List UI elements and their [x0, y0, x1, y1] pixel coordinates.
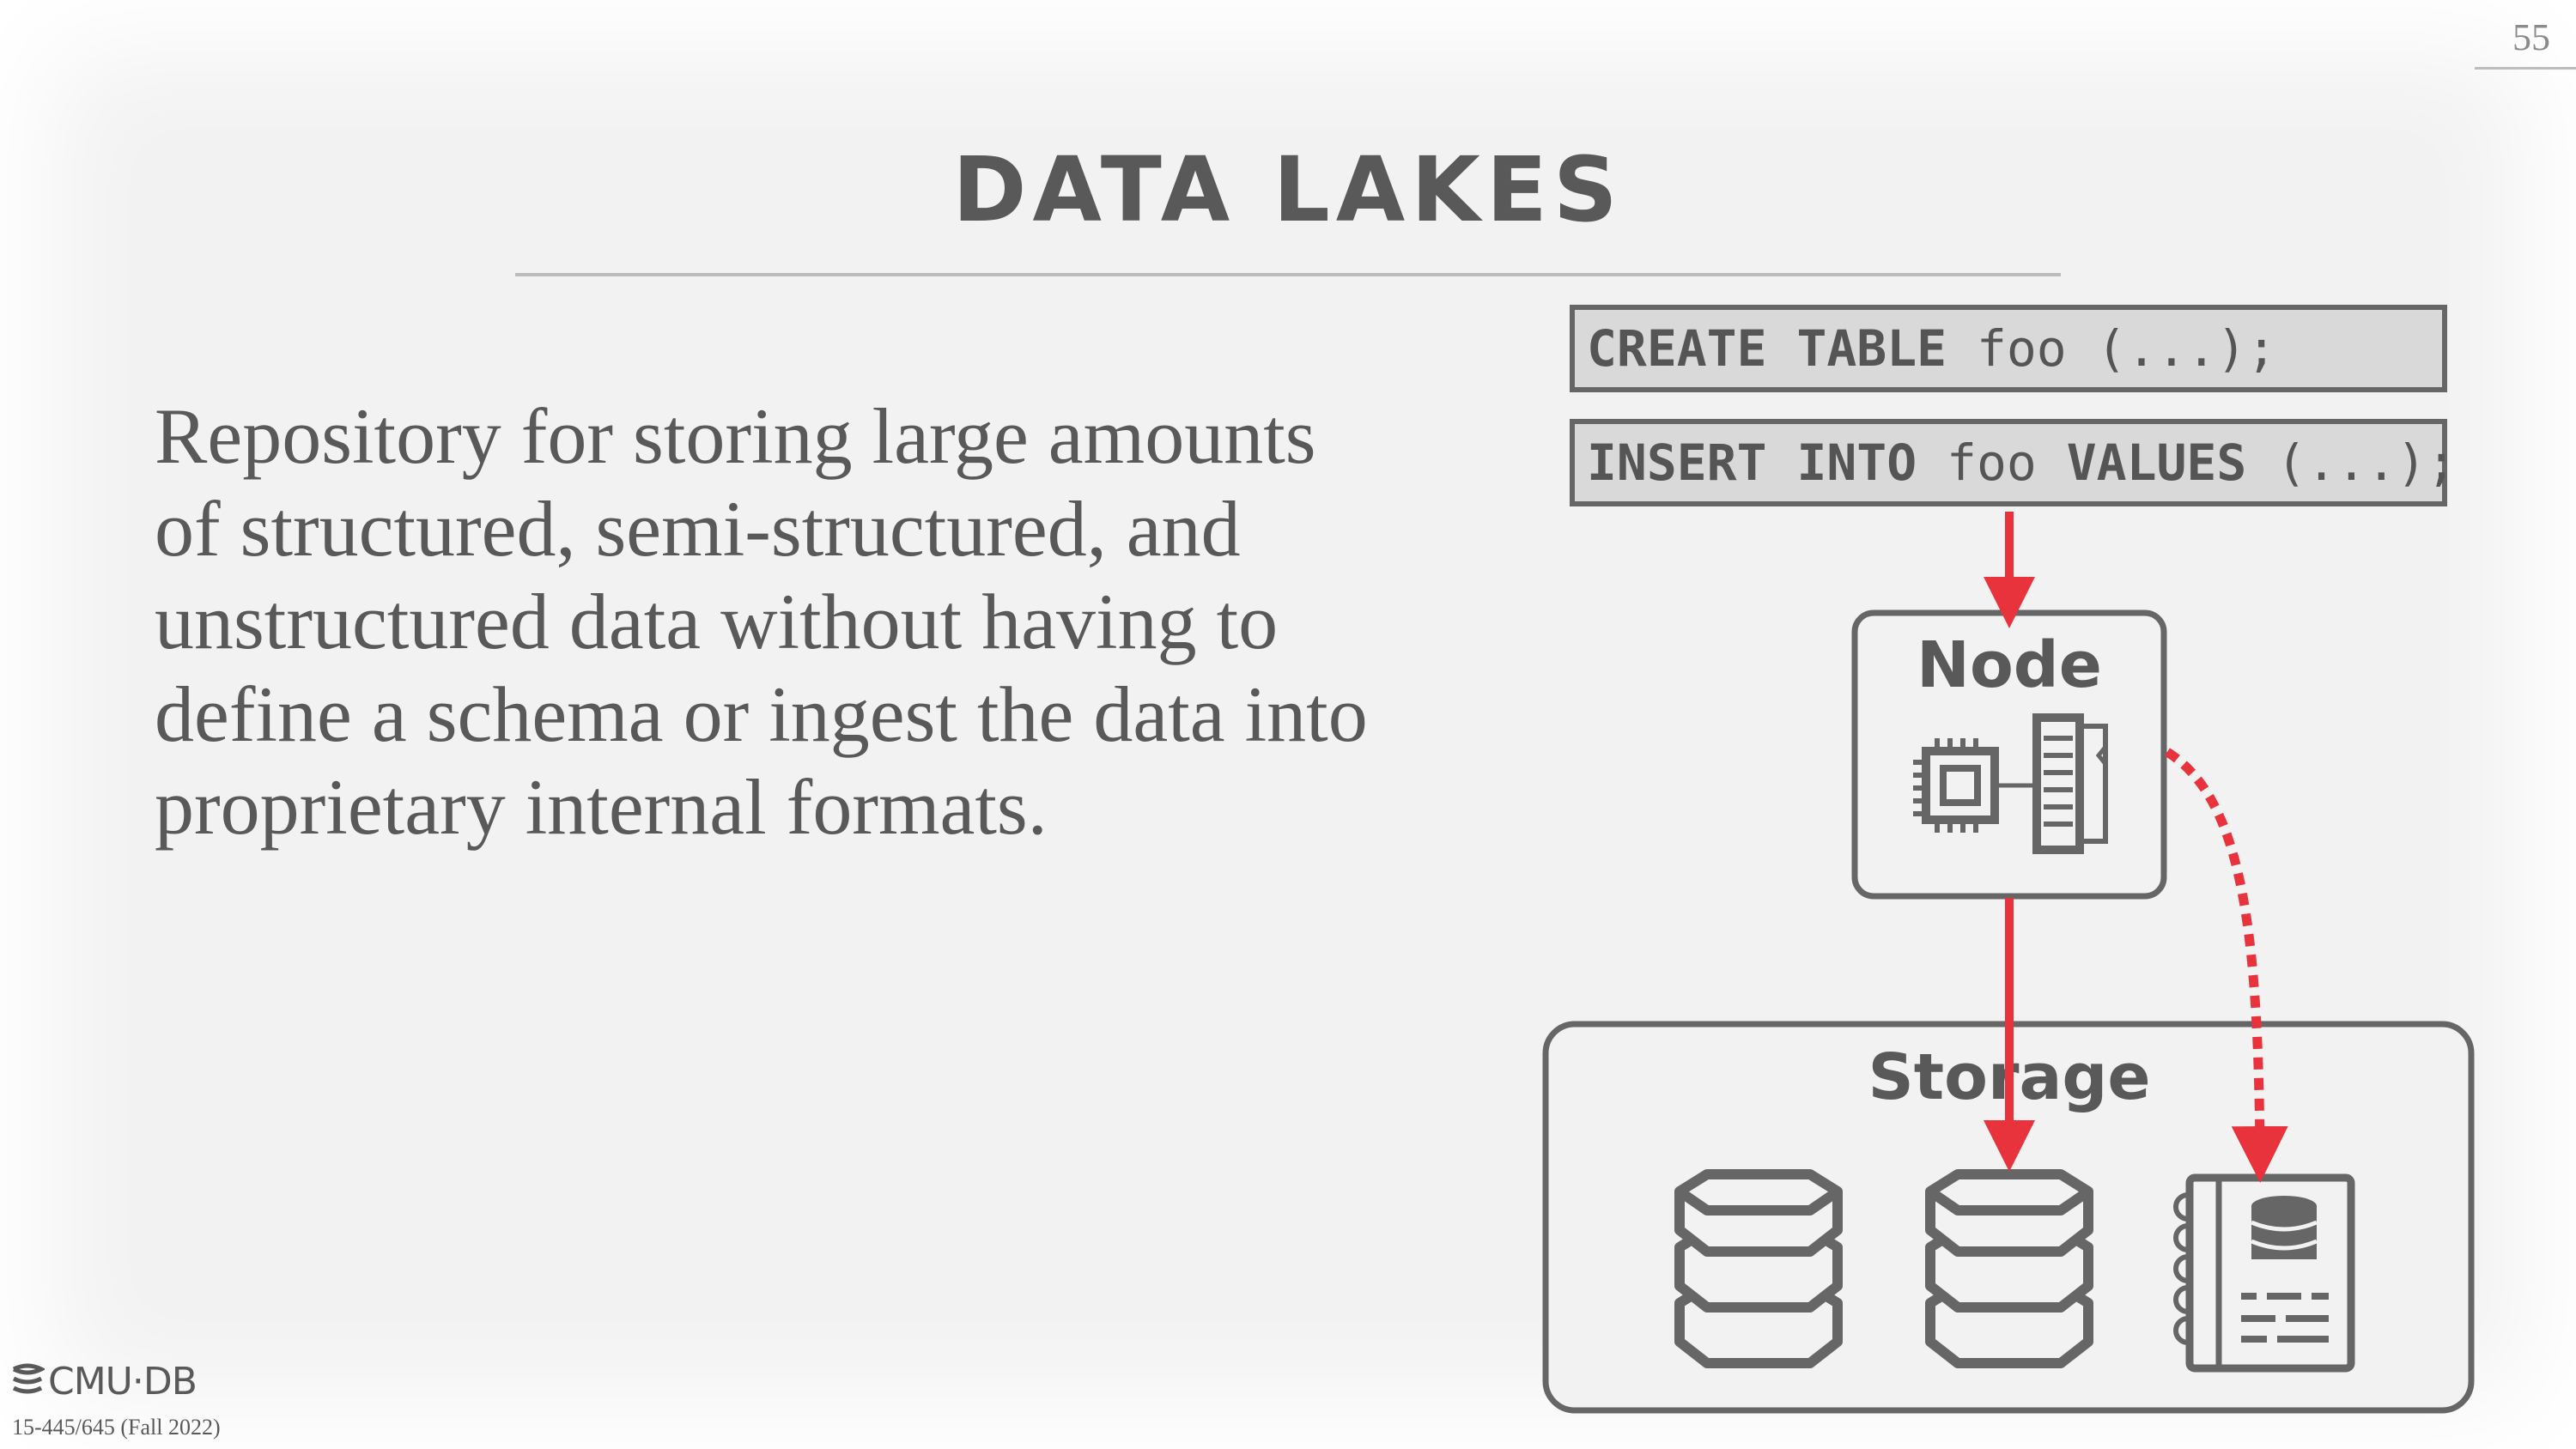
cpu-icon	[1913, 738, 2037, 833]
page-number: 55	[2512, 16, 2550, 58]
body-text: Repository for storing large amounts of …	[155, 392, 1368, 851]
sql-insert-box: INSERT INTO foo VALUES (...);	[1570, 419, 2457, 506]
sql-create-table-box: CREATE TABLE foo (...);	[1570, 305, 2447, 392]
sql-table-name: foo	[1976, 319, 2067, 378]
node-label: Node	[1917, 628, 2102, 702]
sql-keyword: INTO	[1796, 433, 1917, 492]
logo-text: CMU·DB	[48, 1360, 197, 1404]
sql-args: (...);	[2096, 319, 2277, 378]
sql-keyword: CREATE	[1587, 319, 1767, 378]
sql-keyword: TABLE	[1796, 319, 1947, 378]
page-number-rule	[2475, 67, 2576, 70]
sql-table-name: foo	[1947, 433, 2037, 492]
database-icon	[1930, 1174, 2088, 1363]
sql-keyword: VALUES	[2066, 433, 2247, 492]
database-logo-icon	[10, 1362, 46, 1406]
sql-args: (...);	[2276, 433, 2457, 492]
memory-icon	[2032, 713, 2108, 854]
sql-keyword: INSERT	[1587, 433, 1767, 492]
title-divider	[515, 273, 2061, 276]
slide-title: DATA LAKES	[952, 137, 1624, 242]
arrow-node-to-catalog	[2165, 748, 2288, 1183]
course-label: 15-445/645 (Fall 2022)	[12, 1415, 221, 1440]
database-icon	[1680, 1174, 1838, 1363]
cmu-db-logo: CMU·DB	[10, 1360, 197, 1406]
